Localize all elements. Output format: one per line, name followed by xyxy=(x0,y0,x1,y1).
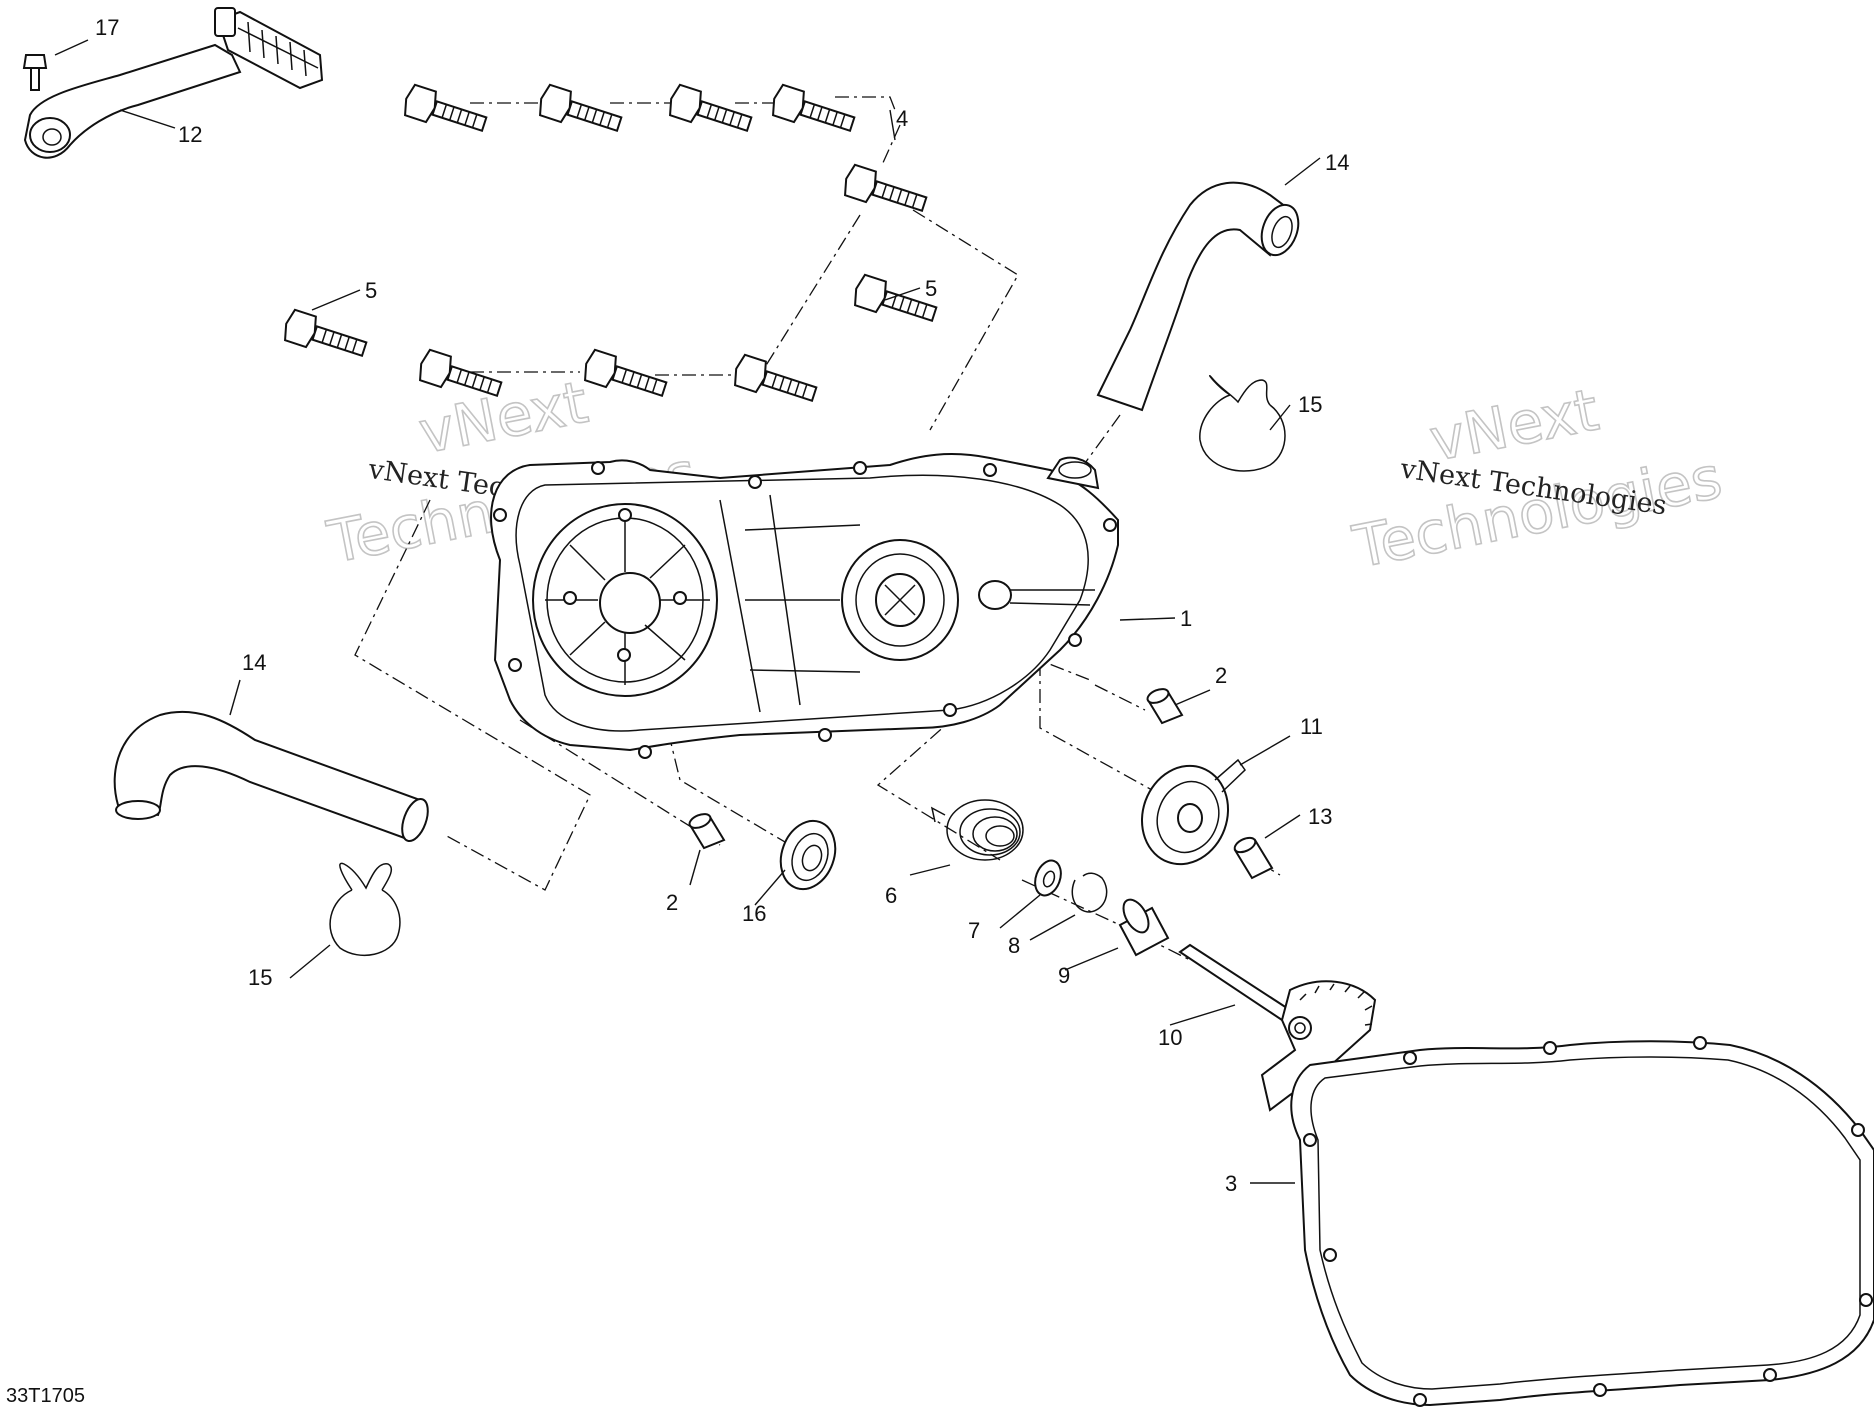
circlip xyxy=(1071,872,1108,913)
callout-3: 3 xyxy=(1225,1171,1237,1196)
callout-12: 12 xyxy=(178,122,202,147)
bushing xyxy=(1118,898,1170,957)
callout-10: 10 xyxy=(1158,1025,1182,1050)
cover-gasket xyxy=(1290,1036,1874,1407)
dowel-pin-left xyxy=(688,813,726,850)
figure-code: 33T1705 xyxy=(6,1385,85,1407)
callout-9: 9 xyxy=(1058,963,1070,988)
bearing xyxy=(779,819,837,891)
kick-start-lever xyxy=(23,7,324,159)
watermark-right: vNext Technologies vNext Technologies xyxy=(1347,375,1728,582)
ratchet-pin xyxy=(1233,836,1274,880)
leader-lines xyxy=(54,39,1321,1184)
callout-labels: 1 2 2 3 4 5 5 6 7 8 9 10 11 12 13 14 14 … xyxy=(95,15,1349,1196)
bolts-row-top xyxy=(404,83,928,213)
callout-5-right: 5 xyxy=(925,276,937,301)
bolts-row-lower xyxy=(284,273,938,403)
callout-7: 7 xyxy=(968,918,980,943)
callout-2-left: 2 xyxy=(666,890,678,915)
air-duct-hose-left xyxy=(113,710,429,843)
air-duct-hose-right xyxy=(1096,181,1300,412)
callout-14-left: 14 xyxy=(242,650,266,675)
washer xyxy=(1034,859,1062,897)
callout-5-left: 5 xyxy=(365,278,377,303)
callout-16: 16 xyxy=(742,901,766,926)
lever-bolt xyxy=(22,54,48,91)
callout-17: 17 xyxy=(95,15,119,40)
kick-start-shaft xyxy=(1178,943,1377,1112)
callout-6: 6 xyxy=(885,883,897,908)
kick-start-spring xyxy=(930,799,1024,861)
callout-8: 8 xyxy=(1008,933,1020,958)
callout-14-right: 14 xyxy=(1325,150,1349,175)
callout-13: 13 xyxy=(1308,804,1332,829)
hose-clamp-left xyxy=(329,862,401,957)
callout-15-right: 15 xyxy=(1298,392,1322,417)
ratchet xyxy=(1140,758,1246,866)
hose-clamp-right xyxy=(1199,375,1286,472)
callout-4: 4 xyxy=(896,106,908,131)
callout-15-left: 15 xyxy=(248,965,272,990)
dowel-pin-right xyxy=(1146,688,1184,725)
cvt-cover xyxy=(490,453,1119,759)
callout-1: 1 xyxy=(1180,606,1192,631)
callout-2-right: 2 xyxy=(1215,663,1227,688)
callout-11: 11 xyxy=(1300,714,1323,739)
